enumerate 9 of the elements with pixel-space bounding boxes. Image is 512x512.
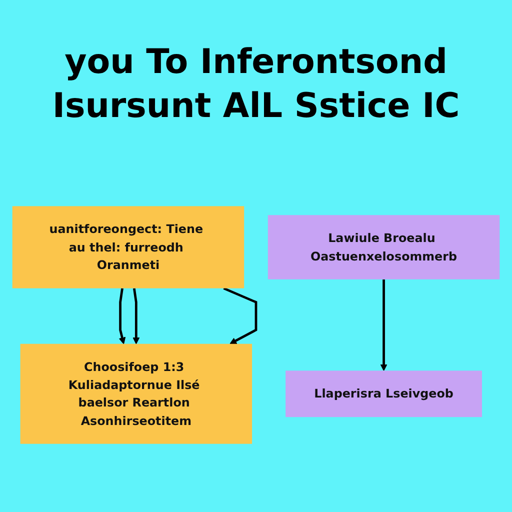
node-box: uanitforeongect: Tiene au thel: furreodh Oranmeti xyxy=(12,206,244,288)
title: you To Inferontsond Isursunt AlL Sstice IC xyxy=(51,41,461,128)
arrow xyxy=(132,288,140,344)
arrow xyxy=(380,279,388,371)
node-box: Choosifoep 1:3 Kuliadaptornue Ilsé baelsor Reartlon Asonhirseotitem xyxy=(20,344,252,444)
arrow xyxy=(118,288,126,344)
node-box: Llaperisra Lseivgeob xyxy=(286,370,482,418)
arrow xyxy=(223,287,258,344)
node-box: Lawiule Broealu Oastuenxelosommerb xyxy=(268,215,500,280)
